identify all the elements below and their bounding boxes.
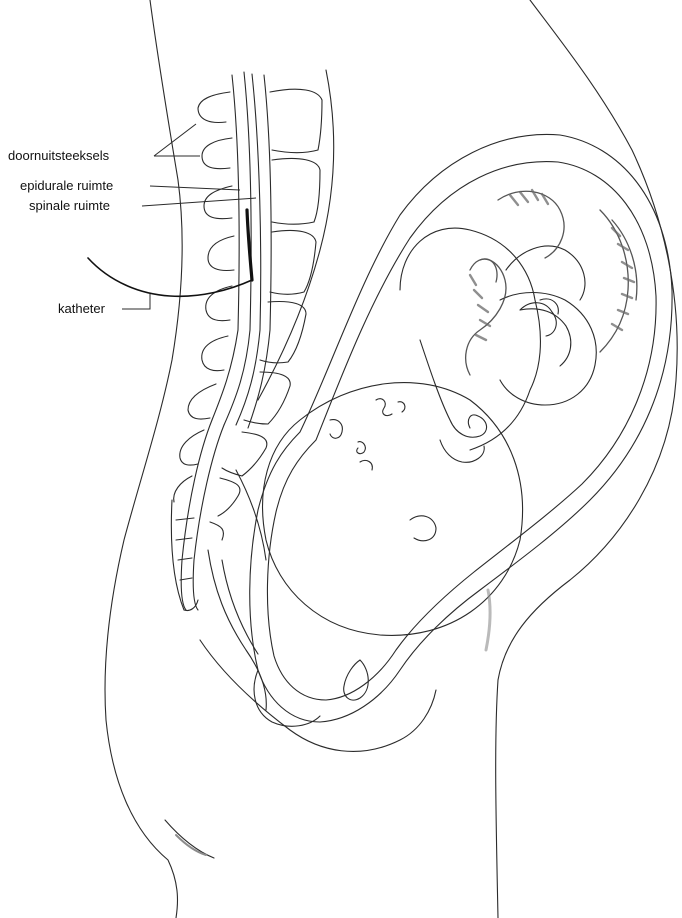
epidural-leader [150,186,240,190]
back-outline [105,0,182,918]
pelvic-floor [200,640,436,751]
label-doornuitsteeksels: doornuitsteeksels [8,148,110,163]
catheter-leader [122,294,150,309]
fetal-arm [420,340,487,437]
rectum [208,550,266,710]
label-epidurale-ruimte: epidurale ruimte [20,178,113,193]
label-spinale-ruimte: spinale ruimte [29,198,110,213]
fetal-ear [330,420,342,439]
fetal-head [263,383,523,636]
fetal-legs [500,293,596,406]
epidural-catheter [88,210,252,296]
fetal-foot [520,303,556,336]
label-katheter: katheter [58,301,106,316]
buttock-crease [165,820,214,858]
spinous-leader-1 [154,124,196,156]
vertebral-bodies [210,89,322,540]
posterior-cavity-line [258,70,334,400]
umbilical-cord [466,191,637,375]
belly-outline [496,0,677,918]
spinal-canal [181,72,271,610]
